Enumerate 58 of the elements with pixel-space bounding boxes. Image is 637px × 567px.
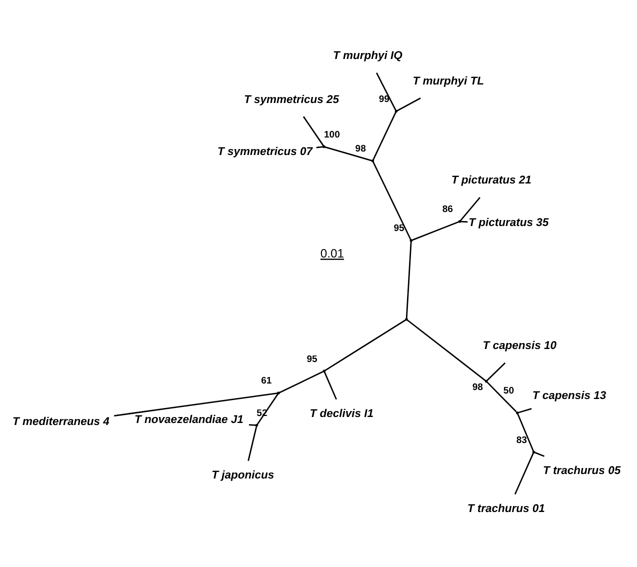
node-point [484, 380, 488, 383]
node-label: 99 [378, 94, 390, 105]
connector [460, 197, 480, 221]
node-text: T capensis 10 [482, 340, 556, 352]
connector [514, 452, 534, 495]
node-text: T symmetricus 07 [217, 146, 313, 158]
node-point [371, 160, 374, 162]
node-point [277, 392, 280, 394]
connector [248, 426, 258, 461]
connector [406, 320, 486, 382]
connector [316, 146, 324, 148]
connector [460, 220, 468, 223]
node-label: 50 [503, 386, 514, 397]
node-label: 98 [355, 144, 366, 155]
node-point [458, 220, 462, 223]
connector [412, 221, 459, 241]
connector [396, 98, 421, 112]
node-label: 86 [442, 204, 453, 216]
connector [406, 241, 412, 318]
node-label: 100 [324, 129, 340, 140]
connector [534, 452, 545, 457]
connector [114, 392, 278, 416]
connector [248, 424, 256, 426]
node-text: T picturatus 21 [451, 174, 532, 187]
connector [372, 162, 412, 240]
node-point [394, 110, 398, 113]
node-text: T picturatus 35 [468, 216, 549, 229]
node-text: T symmetricus 25 [244, 94, 340, 106]
node-point [516, 412, 519, 414]
connector [324, 146, 372, 162]
node-label: 83 [516, 434, 527, 446]
node-text: T trachurus 01 [467, 503, 545, 516]
connector [302, 116, 324, 146]
connector [372, 112, 396, 160]
node-text: T novaezelandiae J1 [134, 414, 244, 426]
connector [486, 362, 506, 381]
label: 0.01 [320, 246, 344, 261]
connector [324, 372, 337, 400]
node-text: T japonicus [212, 470, 274, 482]
node-point [322, 145, 326, 148]
node-text: T mediterraneus 4 [12, 416, 110, 428]
node-label: 98 [472, 382, 483, 393]
node-label: 61 [261, 376, 272, 387]
connector [324, 319, 406, 372]
node-text: T declivis I1 [310, 408, 374, 420]
connector [517, 414, 534, 452]
node-point [532, 450, 536, 454]
node-text: T capensis 13 [532, 390, 606, 402]
node-point [405, 318, 408, 321]
connector [279, 371, 324, 394]
node-label: 95 [394, 223, 404, 234]
node-label: 95 [306, 354, 318, 365]
node-text: T murphyi TL [412, 75, 484, 88]
node-text: T trachurus 05 [543, 464, 621, 477]
node-text: T murphyi IQ [333, 50, 402, 62]
node-point [322, 370, 326, 372]
connector [518, 408, 532, 414]
node-point [410, 239, 413, 242]
